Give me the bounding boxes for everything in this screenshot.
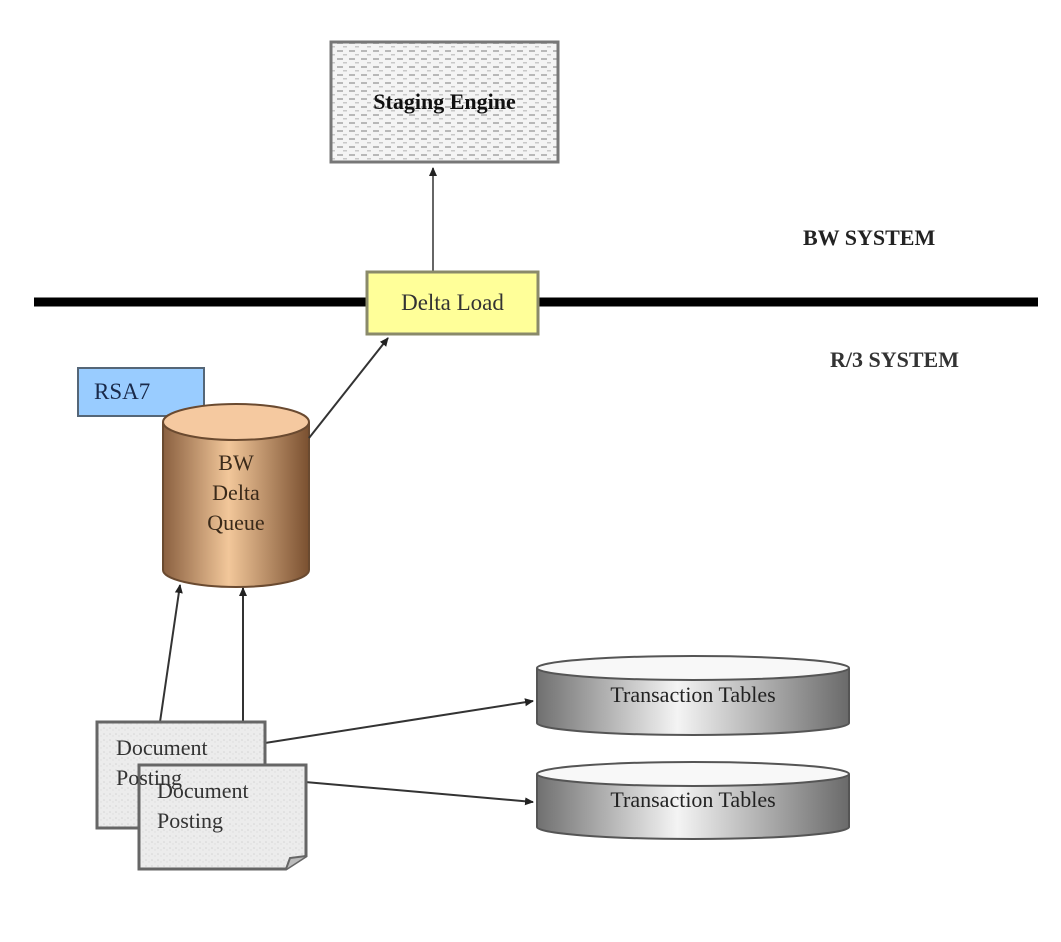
edge-doc2-to-tables2 [304,781,534,806]
staging-engine-box[interactable] [329,40,560,164]
document-posting-2[interactable] [137,763,308,871]
transaction-tables-1-label: Transaction Tables [610,682,776,707]
doc1-label-line: Document [116,735,208,760]
bw-delta-queue-cylinder[interactable] [162,403,310,588]
delta-load-label: Delta Load [401,290,504,315]
document-posting-1-label: Document Posting [116,733,208,793]
queue-label-line: BW [218,450,254,475]
transaction-tables-2-label: Transaction Tables [610,787,776,812]
staging-engine-label: Staging Engine [373,89,516,114]
edge-queue-to-delta-load [308,337,389,439]
queue-label-line: Delta [212,480,260,505]
transaction-tables-1-cylinder[interactable] [536,655,850,736]
document-posting-2-label: Document Posting [157,776,249,836]
doc2-label-line: Posting [157,808,224,833]
rsa7-label: RSA7 [94,379,151,404]
delta-load-box[interactable] [365,270,540,336]
edge-doc1-to-tables1 [264,698,534,744]
edge-doc1-to-queue [159,584,183,723]
r3-system-label: R/3 SYSTEM [830,347,959,372]
transaction-tables-2-cylinder[interactable] [536,761,850,840]
doc1-label-line: Posting [116,765,183,790]
bw-system-label: BW SYSTEM [803,225,936,250]
queue-label-line: Queue [207,510,265,535]
bw-delta-queue-label: BW Delta Queue [162,448,310,538]
rsa7-box[interactable] [77,367,205,417]
doc2-label-line: Document [157,778,249,803]
